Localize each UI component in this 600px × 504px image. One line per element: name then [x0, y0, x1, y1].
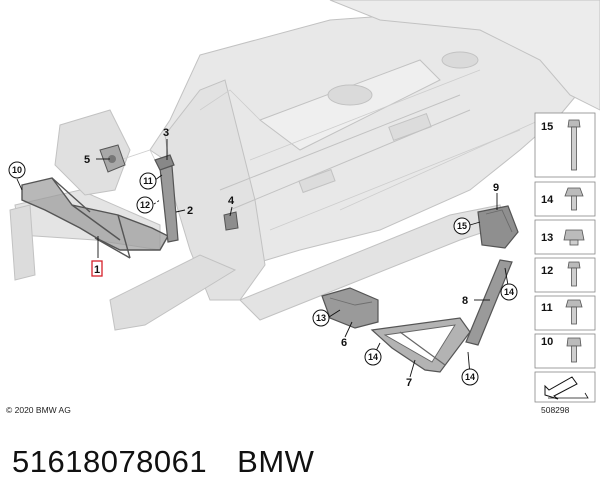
- svg-text:15: 15: [457, 221, 467, 231]
- circled-callout-14a: 14: [500, 283, 518, 301]
- flange-bolt-icon: [564, 187, 584, 211]
- svg-text:10: 10: [12, 165, 22, 175]
- svg-text:15: 15: [541, 121, 553, 133]
- svg-text:13: 13: [541, 232, 553, 244]
- svg-text:14: 14: [541, 194, 554, 206]
- callout-8: 8: [462, 295, 468, 307]
- short-bolt-icon: [567, 261, 581, 287]
- flange-nut-icon: [563, 229, 585, 246]
- small-bracket[interactable]: [223, 211, 239, 231]
- circled-callout-10: 10: [8, 161, 26, 179]
- callout-1: 1: [94, 264, 100, 276]
- callout-6: 6: [341, 337, 347, 349]
- svg-text:10: 10: [541, 336, 553, 348]
- svg-text:14: 14: [504, 287, 514, 297]
- callout-9: 9: [493, 182, 499, 194]
- diagonal-strut[interactable]: [465, 259, 513, 346]
- legend-row-10[interactable]: 10: [534, 333, 596, 369]
- legend-row-11[interactable]: 11: [534, 295, 596, 331]
- callouts: 3 5 2 4 9 8 6 7 1 10 11 12 15 14: [8, 127, 518, 389]
- copyright-text: © 2020 BMW AG: [6, 405, 71, 415]
- svg-text:11: 11: [541, 302, 553, 314]
- circled-callout-12: 12: [136, 196, 154, 214]
- circled-callout-15: 15: [453, 217, 471, 235]
- direction-arrow-icon: [544, 376, 589, 400]
- long-bolt-icon: [567, 119, 581, 171]
- hex-bolt-icon: [566, 337, 582, 363]
- bracket-part-9[interactable]: [477, 205, 519, 249]
- body-detail-lines: [119, 69, 541, 231]
- legend-row-14[interactable]: 14: [534, 181, 596, 217]
- legend-row-12[interactable]: 12: [534, 257, 596, 293]
- front-strut-brace[interactable]: [21, 177, 169, 259]
- circled-callout-14c: 14: [461, 368, 479, 386]
- legend-row-13[interactable]: 13: [534, 219, 596, 255]
- legend-row-15[interactable]: 15: [534, 112, 596, 178]
- parts-diagram: 3 5 2 4 9 8 6 7 1 10 11 12 15 14: [8, 0, 600, 403]
- svg-text:14: 14: [368, 352, 378, 362]
- diagram-id: 508298: [541, 405, 570, 415]
- svg-text:12: 12: [140, 200, 150, 210]
- callout-3: 3: [163, 127, 169, 139]
- svg-text:11: 11: [143, 176, 153, 186]
- lower-brace[interactable]: [370, 317, 471, 373]
- screw-icon: [565, 299, 583, 325]
- strut-mount-plate[interactable]: [99, 144, 126, 173]
- strut-bar[interactable]: [154, 154, 179, 243]
- circled-callout-11: 11: [139, 172, 157, 190]
- part-number: 51618078061: [12, 444, 208, 479]
- callout-5: 5: [84, 154, 90, 166]
- callout-7: 7: [406, 377, 412, 389]
- fastener-legend: 15 14 13 12: [534, 112, 596, 403]
- car-body-shell: [9, 0, 600, 331]
- svg-text:13: 13: [316, 313, 326, 323]
- callout-1-highlight: [91, 260, 103, 277]
- svg-text:12: 12: [541, 265, 553, 277]
- circled-callout-14b: 14: [364, 348, 382, 366]
- view-direction-box: [534, 371, 596, 403]
- callout-2: 2: [187, 205, 193, 217]
- callout-4: 4: [228, 195, 235, 207]
- circled-callout-13: 13: [312, 309, 330, 327]
- brand-name: BMW: [237, 444, 315, 479]
- svg-text:14: 14: [465, 372, 475, 382]
- footer: 51618078061 BMW: [12, 444, 314, 480]
- bracket-part-6[interactable]: [321, 287, 379, 329]
